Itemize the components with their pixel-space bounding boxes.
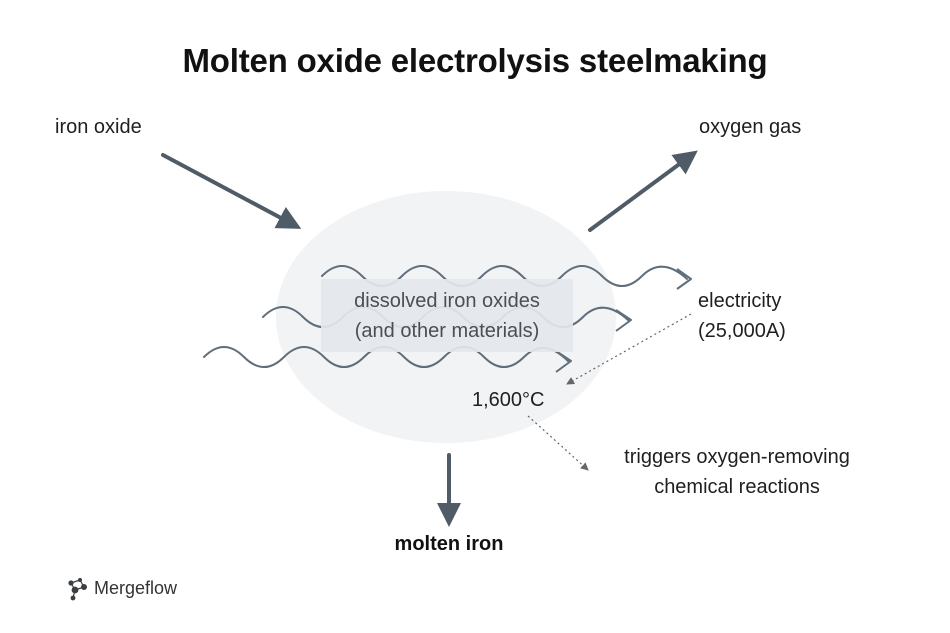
power-label-line-1: electricity <box>698 290 782 312</box>
power-to-temperature-connector <box>566 313 692 385</box>
effect-label-line-2: chemical reactions <box>654 476 820 498</box>
current-wave-top-head <box>676 268 692 290</box>
core-label-line-2: (and other materials) <box>354 320 540 342</box>
effect-label-line-1: triggers oxygen-removing <box>624 446 850 468</box>
input-arrow <box>161 153 302 229</box>
brand-name: Mergeflow <box>94 577 178 598</box>
diagram-title: Molten oxide electrolysis steelmaking <box>182 42 768 79</box>
temperature-to-effect-connector <box>527 415 589 471</box>
core-label-line-1: dissolved iron oxides <box>354 290 540 312</box>
current-wave-middle-head <box>615 309 632 332</box>
mergeflow-logo-icon <box>68 578 87 601</box>
output-gas-arrow <box>588 150 698 232</box>
effect-label: triggers oxygen-removing chemical reacti… <box>597 442 877 502</box>
output-gas-label: oxygen gas <box>699 116 802 138</box>
power-label: electricity (25,000A) <box>698 286 786 346</box>
power-label-line-2: (25,000A) <box>698 320 786 342</box>
input-label: iron oxide <box>55 116 142 138</box>
temperature-label: 1,600°C <box>472 389 545 411</box>
output-metal-label: molten iron <box>394 533 504 555</box>
brand-logo: Mergeflow <box>66 573 177 603</box>
core-label-box <box>321 279 573 352</box>
current-wave-bottom-head <box>555 350 572 373</box>
core-label: dissolved iron oxides (and other materia… <box>321 286 573 346</box>
